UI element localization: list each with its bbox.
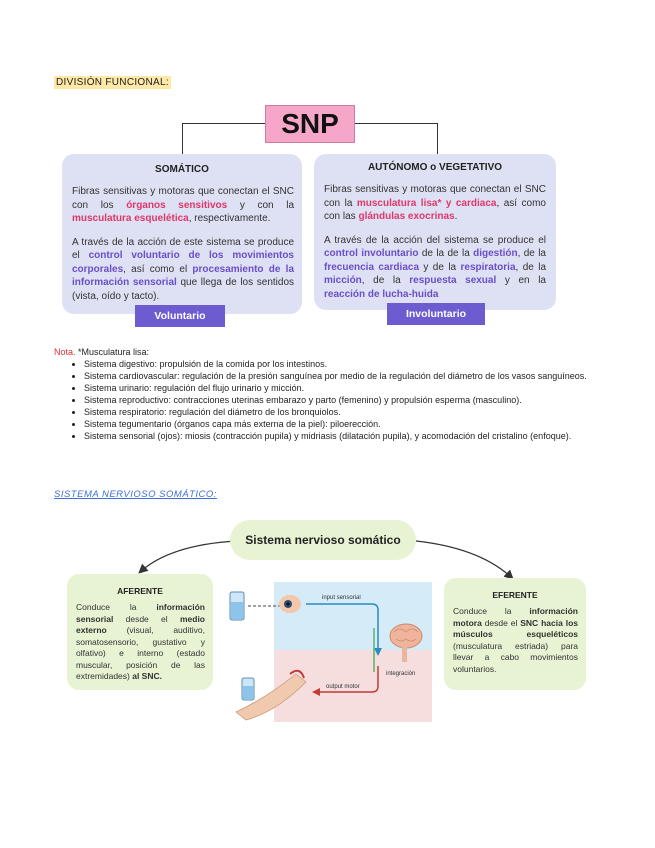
somatic-card: SOMÁTICO Fibras sensitivas y motoras que…: [62, 154, 302, 314]
input-arrow: [306, 603, 379, 654]
somatic-section-heading: SISTEMA NERVIOSO SOMÁTICO:: [54, 489, 217, 500]
note-intro: *Musculatura lisa:: [75, 347, 150, 357]
efferent-title: EFERENTE: [492, 590, 538, 600]
somatic-text: Fibras sensitivas y motoras que conectan…: [72, 186, 295, 302]
afferent-card: AFERENTE Conduce la información sensoria…: [67, 574, 213, 690]
note-item: Sistema digestivo: propulsión de la comi…: [84, 358, 602, 370]
connector-left-h: [182, 123, 265, 124]
note-item: Sistema urinario: regulación del flujo u…: [84, 382, 602, 394]
efferent-card: EFERENTE Conduce la información motora d…: [444, 578, 586, 690]
output-arrow: [316, 666, 379, 693]
connector-right-v: [437, 123, 438, 156]
somatic-title: SOMÁTICO: [155, 164, 209, 175]
held-glass-icon: [241, 677, 255, 701]
eye-icon: [279, 595, 301, 613]
section-label: DIVISIÓN FUNCIONAL:: [54, 76, 171, 89]
autonomic-card: AUTÓNOMO o VEGETATIVO Fibras sensitivas …: [314, 154, 556, 310]
output-label: output motor: [326, 684, 360, 690]
note-item: Sistema sensorial (ojos): miosis (contra…: [84, 430, 602, 442]
voluntary-tag: Voluntario: [135, 305, 225, 327]
reflex-diagram: input sensorial integración output motor: [229, 582, 432, 722]
note-label: Nota.: [54, 347, 76, 357]
autonomic-text: Fibras sensitivas y motoras que conectan…: [324, 184, 547, 300]
snp-title: SNP: [265, 105, 355, 143]
note-item: Sistema respiratorio: regulación del diá…: [84, 406, 602, 418]
note-item: Sistema tegumentario (órganos capa más e…: [84, 418, 602, 430]
integration-label: integración: [386, 671, 415, 677]
note-list: Sistema digestivo: propulsión de la comi…: [54, 358, 602, 442]
involuntary-tag: Involuntario: [387, 303, 485, 325]
input-label: input sensorial: [322, 595, 361, 601]
note-item: Sistema cardiovascular: regulación de la…: [84, 370, 602, 382]
note-block: Nota. *Musculatura lisa: Sistema digesti…: [54, 346, 602, 442]
note-item: Sistema reproductivo: contracciones uter…: [84, 394, 602, 406]
efferent-text: Conduce la información motora desde el S…: [453, 606, 578, 674]
afferent-text: Conduce la información sensorial desde e…: [76, 602, 205, 681]
arrow-to-afferent: [138, 540, 237, 574]
arrow-to-efferent: [415, 540, 514, 580]
autonomic-title: AUTÓNOMO o VEGETATIVO: [367, 162, 503, 173]
sns-title: Sistema nervioso somático: [230, 520, 416, 560]
connector-right-h: [353, 123, 438, 124]
connector-left-v: [182, 123, 183, 156]
arm-icon: [235, 669, 307, 721]
afferent-title: AFERENTE: [117, 586, 163, 596]
brain-icon: [389, 623, 423, 662]
water-glass-icon: [229, 591, 245, 621]
